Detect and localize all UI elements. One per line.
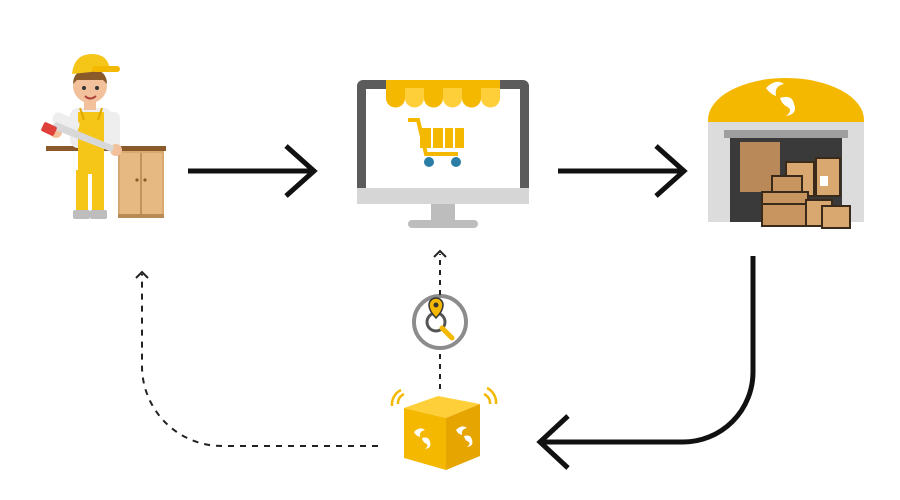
arrow-warehouse-to-package — [536, 256, 756, 470]
arrow-shop-to-warehouse — [558, 144, 688, 198]
dashed-arrow-package-to-shop — [433, 249, 447, 389]
dashed-arrow-package-to-carpenter — [135, 270, 378, 447]
arrow-carpenter-to-shop — [188, 144, 318, 198]
carpenter-icon — [41, 54, 166, 219]
warehouse-icon — [708, 78, 864, 229]
logo-icon — [766, 81, 795, 116]
package-icon — [390, 386, 498, 470]
online-shop-icon — [357, 80, 529, 228]
location-search-icon — [412, 294, 468, 350]
cart-icon — [408, 118, 464, 167]
